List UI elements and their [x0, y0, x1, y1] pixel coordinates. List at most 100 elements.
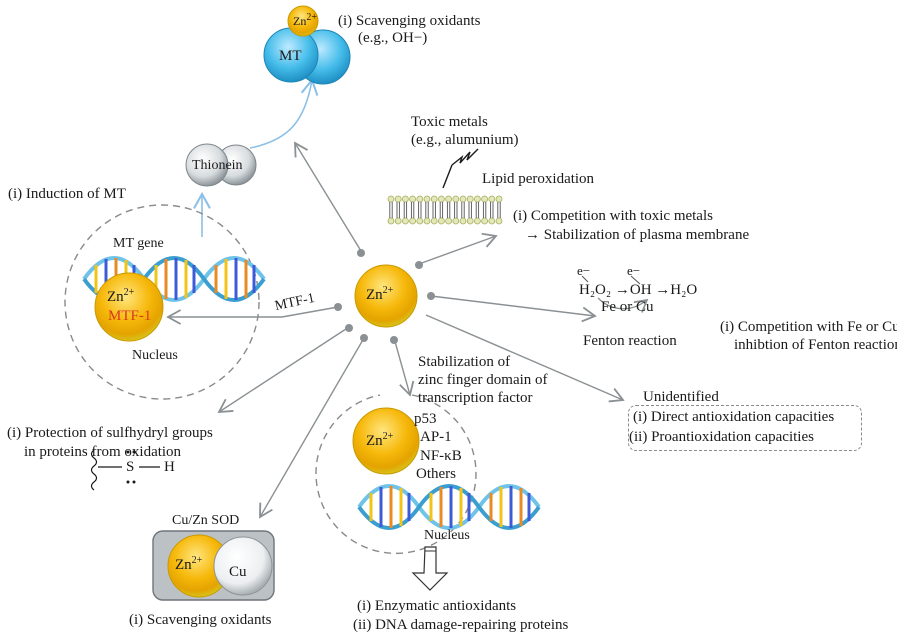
sod-title: Cu/Zn SOD	[172, 513, 240, 528]
mt-caption-line2: (e.g., OH−)	[358, 30, 428, 46]
lipid-head	[473, 195, 481, 203]
lipid-bilayer	[387, 195, 503, 225]
lipid-head	[423, 217, 431, 225]
fenton-equation: H₂O₂ →OH →H₂O	[579, 282, 698, 298]
mt-zinc-label: Zn2+	[293, 12, 317, 29]
thionein-label: Thionein	[192, 158, 243, 173]
unidentified-box	[628, 405, 862, 451]
sod-caption: (i) Scavenging oxidants	[129, 612, 272, 628]
zinc-finger-title-line3: transcription factor	[418, 390, 533, 406]
central-zinc-label: Zn2+	[366, 285, 394, 304]
unidentified-item2: (ii) Proantioxidation capacities	[629, 429, 814, 445]
arrow-to-sulfhydryl	[217, 326, 350, 414]
fenton-effect-line2: inhibtion of Fenton reaction	[734, 337, 897, 353]
arrow-to-zinc-finger	[393, 337, 415, 397]
lipid-head	[452, 195, 460, 203]
zinc-finger-zinc	[352, 407, 420, 475]
connector-dots	[334, 249, 435, 344]
nucleus-right	[315, 394, 477, 555]
lipid-head	[423, 195, 431, 203]
arrow-to-fenton	[430, 295, 597, 323]
lipid-head	[481, 217, 489, 225]
hydrogen-atom: H	[164, 459, 175, 475]
mt-gene-label: MT gene	[113, 236, 164, 251]
lipid-head	[495, 217, 503, 225]
factor-ap1: AP-1	[420, 429, 452, 445]
arrow-to-unidentified	[425, 314, 625, 403]
mt-label: MT	[279, 48, 302, 64]
lipid-head	[409, 217, 417, 225]
lipid-peroxidation-label: Lipid peroxidation	[482, 171, 595, 187]
sulfhydryl-structure	[90, 449, 160, 491]
mt-caption-line1: (i) Scavenging oxidants	[338, 13, 481, 29]
membrane-effect-line2: → Stabilization of plasma membrane	[525, 227, 750, 243]
zinc-finger-title-line1: Stabilization of	[418, 354, 511, 370]
toxic-metals-line2: (e.g., alumunium)	[411, 132, 519, 148]
lipid-head	[473, 217, 481, 225]
lipid-head	[452, 217, 460, 225]
lipid-head	[416, 195, 424, 203]
mt-complex	[263, 5, 351, 85]
right-nucleus-label: Nucleus	[424, 528, 470, 543]
thionein-protein	[185, 143, 257, 187]
lipid-head	[495, 195, 503, 203]
central-zinc-ion	[354, 264, 418, 328]
electron-1: e−	[577, 263, 591, 278]
lipid-head	[437, 195, 445, 203]
zinc-finger-title-line2: zinc finger domain of	[418, 372, 548, 388]
factor-others: Others	[416, 466, 456, 482]
sulfhydryl-line1: (i) Protection of sulfhydryl groups	[7, 425, 213, 441]
lipid-head	[466, 217, 474, 225]
fenton-catalyst: Fe or Cu	[601, 299, 654, 315]
membrane-effect-line1: (i) Competition with toxic metals	[513, 208, 713, 224]
toxic-metals-line1: Toxic metals	[411, 114, 488, 130]
lightning-icon	[442, 148, 479, 189]
factor-nfkb: NF-κB	[420, 448, 462, 464]
fenton-arrows	[581, 275, 649, 313]
lipid-head	[488, 195, 496, 203]
sod-copper	[213, 536, 273, 596]
arrow-to-mt	[294, 141, 362, 252]
lipid-head	[488, 217, 496, 225]
lipid-head	[481, 195, 489, 203]
sulfhydryl-line2: in proteins from oxidation	[24, 444, 182, 460]
left-nucleus-label: Nucleus	[132, 348, 178, 363]
arrow-to-sod	[259, 337, 365, 519]
fenton-reaction-label: Fenton reaction	[583, 333, 677, 349]
fenton-effect-line1: (i) Competition with Fe or Cu	[720, 319, 897, 335]
lipid-head	[445, 195, 453, 203]
lipid-head	[416, 217, 424, 225]
arrow-thionein-to-mt	[249, 77, 319, 149]
mtf1-zinc-complex	[94, 272, 164, 342]
lipid-head	[459, 195, 467, 203]
lipid-head	[394, 217, 402, 225]
lipid-head	[466, 195, 474, 203]
mtf1-label: MTF-1	[108, 308, 152, 324]
lipid-head	[459, 217, 467, 225]
lone-pair-dots	[126, 450, 136, 484]
lipid-head	[409, 195, 417, 203]
zinc-finger-dna	[357, 484, 541, 530]
electron-2: e−	[627, 263, 641, 278]
lipid-head	[401, 195, 409, 203]
lipid-head	[394, 195, 402, 203]
arrow-to-membrane	[418, 232, 498, 265]
lipid-head	[401, 217, 409, 225]
induction-title: (i) Induction of MT	[8, 186, 126, 202]
lipid-head	[445, 217, 453, 225]
lipid-head	[387, 217, 395, 225]
connector-arrows	[166, 141, 625, 519]
lipid-head	[387, 195, 395, 203]
sulfur-atom: S	[126, 459, 135, 475]
sod-zinc-label: Zn2+	[175, 555, 203, 574]
lipid-head	[437, 217, 445, 225]
zinc-finger-zinc-label: Zn2+	[366, 431, 394, 450]
zinc-finger-outcome1: (i) Enzymatic antioxidants	[357, 598, 517, 614]
sod-copper-label: Cu	[229, 564, 247, 580]
unidentified-title: Unidentified	[643, 389, 719, 405]
arrow-to-mtf1	[166, 306, 339, 325]
lipid-head	[430, 195, 438, 203]
mtf1-zinc-label: Zn2+	[107, 287, 135, 306]
zinc-finger-outcome2: (ii) DNA damage-repairing proteins	[353, 617, 569, 633]
